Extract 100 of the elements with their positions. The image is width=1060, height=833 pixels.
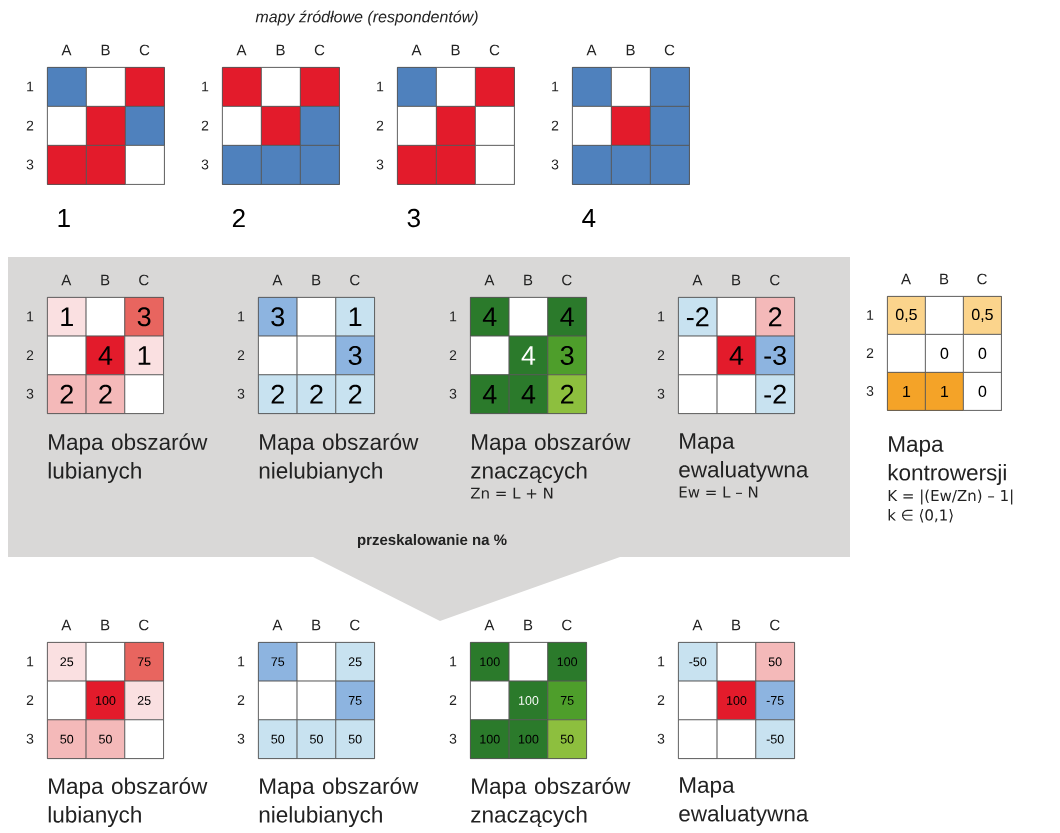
map-caption: Mapa obszarów lubianych <box>48 777 208 828</box>
column-header: B <box>101 44 110 56</box>
row-header: 3 <box>866 386 874 396</box>
map-cell <box>678 680 718 721</box>
map-cell: 50 <box>755 642 795 682</box>
map-cell: 0,5 <box>963 296 1002 335</box>
row-header: 1 <box>450 656 457 667</box>
map-cell: 100 <box>470 719 510 759</box>
map-cell <box>124 374 164 414</box>
row-header: 1 <box>867 310 874 320</box>
map-cell <box>436 106 476 146</box>
map-cell <box>296 335 337 376</box>
map-cell: 0 <box>925 334 964 373</box>
map-cell <box>47 680 87 721</box>
map-cell: 100 <box>85 680 126 721</box>
row-header: 1 <box>658 656 665 667</box>
column-header: A <box>61 274 72 286</box>
map-cell <box>470 335 510 376</box>
map-caption: Mapa obszarów lubianych <box>48 433 208 484</box>
column-header: B <box>101 619 110 631</box>
row-header: 3 <box>201 159 209 170</box>
map-cell <box>86 67 126 107</box>
row-header: 3 <box>551 159 559 170</box>
map-cell <box>86 145 126 185</box>
map-cell: -50 <box>678 642 718 682</box>
column-header: C <box>139 619 149 631</box>
map-cell <box>887 334 926 373</box>
row-header: 2 <box>376 120 384 131</box>
column-header: B <box>276 44 285 56</box>
map-cell: 50 <box>47 719 87 759</box>
map-caption: Mapa obszarów nielubianych <box>259 777 419 828</box>
map-cell <box>124 719 164 759</box>
map-number: 4 <box>582 209 596 227</box>
map-number: 1 <box>58 209 70 227</box>
column-header: B <box>940 273 949 285</box>
map-cell <box>611 67 651 107</box>
map-cell: 2 <box>547 374 587 414</box>
column-header: C <box>350 619 360 631</box>
row-header: 1 <box>552 81 559 92</box>
map-cell <box>397 106 437 146</box>
map-cell: 4 <box>508 335 549 376</box>
row-header: 2 <box>449 695 457 705</box>
map-cell: 1 <box>925 372 964 411</box>
map-cell <box>470 680 510 721</box>
map-cell: 3 <box>547 335 587 376</box>
map-cell: 4 <box>547 297 587 337</box>
column-header: A <box>484 619 495 631</box>
map-cell: 3 <box>124 297 164 337</box>
map-cell <box>300 145 340 185</box>
map-caption: Mapa obszarów nielubianych <box>259 433 419 484</box>
map-cell: 50 <box>296 719 337 759</box>
map-cell: 4 <box>85 335 126 376</box>
map-cell: 1 <box>887 372 926 411</box>
map-cell <box>611 145 651 185</box>
row-header: 1 <box>238 656 245 667</box>
row-header: 3 <box>237 388 245 399</box>
column-header: B <box>312 619 321 631</box>
map-cell: 100 <box>470 642 510 682</box>
map-cell: 50 <box>547 719 587 759</box>
map-cell <box>716 719 757 759</box>
row-header: 2 <box>866 348 874 358</box>
column-header: A <box>411 44 422 56</box>
column-header: C <box>139 274 149 286</box>
map-cell: -3 <box>755 335 795 376</box>
column-header: A <box>236 44 247 56</box>
map-cell: 100 <box>508 719 549 759</box>
row-header: 1 <box>27 311 34 322</box>
row-header: 2 <box>26 120 34 131</box>
map-cell <box>572 106 612 146</box>
map-cell: 75 <box>547 680 587 721</box>
map-cell <box>436 145 476 185</box>
map-cell: 1 <box>124 335 164 376</box>
map-cell <box>296 297 337 337</box>
formula: Ew = L – N <box>679 486 758 498</box>
map-cell: 75 <box>258 642 298 682</box>
column-header: A <box>586 44 597 56</box>
map-cell <box>296 680 337 721</box>
map-cell <box>397 67 437 107</box>
map-cell: 4 <box>470 374 510 414</box>
map-cell: 75 <box>124 642 164 682</box>
column-header: B <box>626 44 635 56</box>
column-header: A <box>484 274 495 286</box>
row-header: 1 <box>450 311 457 322</box>
map-cell <box>47 335 87 376</box>
map-cell: 4 <box>716 335 757 376</box>
map-cell: 100 <box>508 680 549 721</box>
map-cell: 25 <box>124 680 164 721</box>
row-header: 2 <box>201 120 209 131</box>
column-header: B <box>524 274 533 286</box>
map-cell: -2 <box>755 374 795 414</box>
map-cell <box>258 335 298 376</box>
row-header: 3 <box>376 159 384 170</box>
map-cell <box>47 67 87 107</box>
column-header: C <box>489 44 500 56</box>
map-cell: 0,5 <box>887 296 926 335</box>
map-cell: 25 <box>335 642 375 682</box>
map-cell <box>925 296 964 335</box>
row-header: 1 <box>27 81 34 92</box>
column-header: B <box>101 274 110 286</box>
map-cell: 2 <box>296 374 337 414</box>
